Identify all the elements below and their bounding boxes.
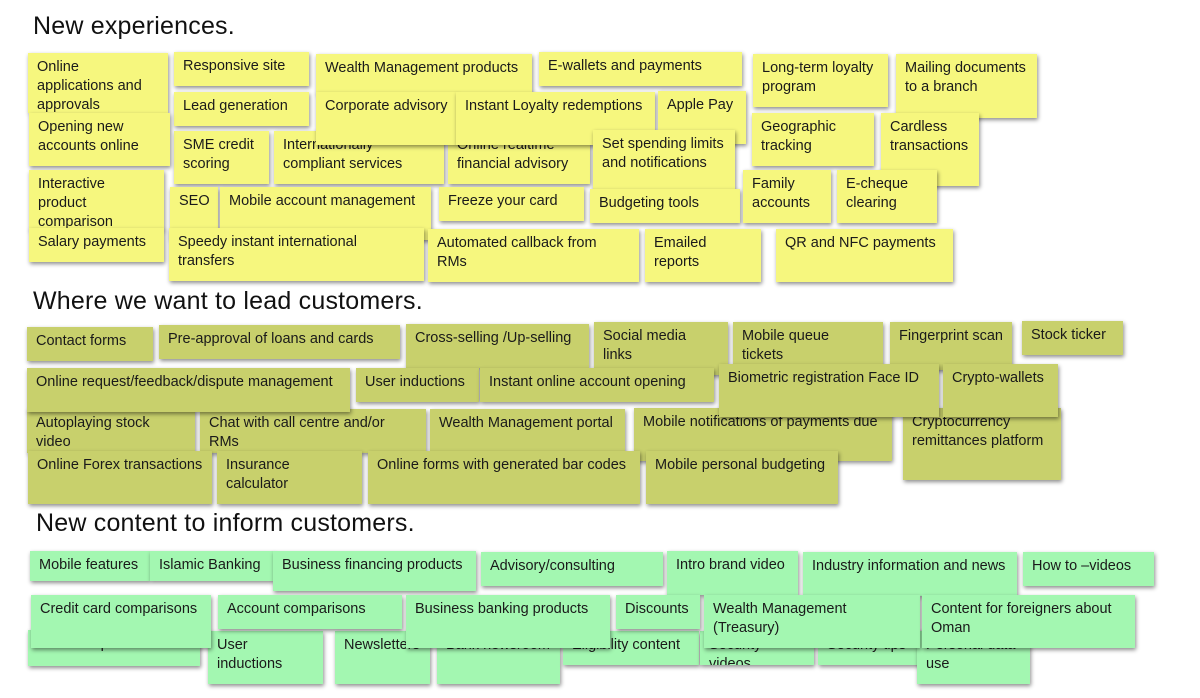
sticky-note-new-experiences[interactable]: Budgeting tools xyxy=(590,189,740,223)
sticky-note-inform-customers[interactable]: Business banking products xyxy=(406,595,610,648)
sticky-note-lead-customers[interactable]: Biometric registration Face ID xyxy=(719,364,939,417)
sticky-note-lead-customers[interactable]: Wealth Management portal xyxy=(430,409,625,453)
sticky-note-lead-customers[interactable]: Pre-approval of loans and cards xyxy=(159,325,400,359)
sticky-note-lead-customers[interactable]: Insurance calculator xyxy=(217,451,362,504)
sticky-note-lead-customers[interactable]: Online request/feedback/dispute manageme… xyxy=(27,368,350,412)
sticky-note-inform-customers[interactable]: Mobile features xyxy=(30,551,150,581)
sticky-note-new-experiences[interactable]: E-wallets and payments xyxy=(539,52,742,86)
section-heading-inform-customers: New content to inform customers. xyxy=(36,509,415,537)
sticky-note-new-experiences[interactable]: Opening new accounts online xyxy=(29,113,170,166)
sticky-note-lead-customers[interactable]: Online Forex transactions xyxy=(28,451,212,504)
sticky-note-lead-customers[interactable]: Cryptocurrency remittances platform xyxy=(903,408,1061,480)
sticky-note-inform-customers[interactable]: Business financing products xyxy=(273,551,476,591)
sticky-note-inform-customers[interactable]: User inductions xyxy=(208,631,323,684)
sticky-note-inform-customers[interactable]: Account comparisons xyxy=(218,595,402,629)
sticky-note-new-experiences[interactable]: Mailing documents to a branch xyxy=(896,54,1037,118)
sticky-note-inform-customers[interactable]: Advisory/consulting xyxy=(481,552,663,586)
sticky-note-lead-customers[interactable]: Mobile queue tickets xyxy=(733,322,883,370)
sticky-note-lead-customers[interactable]: Social media links xyxy=(594,322,728,375)
sticky-note-inform-customers[interactable]: Industry information and news xyxy=(803,552,1017,596)
sticky-note-lead-customers[interactable]: Autoplaying stock video xyxy=(27,409,195,453)
sticky-note-new-experiences[interactable]: Online applications and approvals xyxy=(28,53,168,113)
sticky-note-new-experiences[interactable]: Corporate advisory xyxy=(316,92,457,145)
section-heading-lead-customers: Where we want to lead customers. xyxy=(33,287,423,315)
sticky-note-new-experiences[interactable]: Family accounts xyxy=(743,170,831,223)
sticky-note-inform-customers[interactable]: Credit card comparisons xyxy=(31,595,211,648)
sticky-note-new-experiences[interactable]: Automated callback from RMs xyxy=(428,229,639,282)
sticky-note-lead-customers[interactable]: Online forms with generated bar codes xyxy=(368,451,640,504)
sticky-note-new-experiences[interactable]: Lead generation xyxy=(174,92,309,126)
sticky-note-lead-customers[interactable]: Contact forms xyxy=(27,327,153,361)
sticky-note-inform-customers[interactable]: Newsletters xyxy=(335,631,430,684)
section-heading-new-experiences: New experiences. xyxy=(33,12,235,40)
sticky-note-new-experiences[interactable]: Wealth Management products xyxy=(316,54,532,94)
sticky-note-new-experiences[interactable]: SME credit scoring xyxy=(174,131,269,184)
sticky-note-new-experiences[interactable]: QR and NFC payments xyxy=(776,229,953,282)
sticky-note-new-experiences[interactable]: Long-term loyalty program xyxy=(753,54,888,107)
sticky-note-lead-customers[interactable]: User inductions xyxy=(356,368,479,402)
sticky-note-lead-customers[interactable]: Crypto-wallets xyxy=(943,364,1058,417)
sticky-note-inform-customers[interactable]: Islamic Banking xyxy=(150,551,274,581)
sticky-note-inform-customers[interactable]: Intro brand video xyxy=(667,551,798,595)
sticky-note-new-experiences[interactable]: Freeze your card xyxy=(439,187,584,221)
sticky-note-new-experiences[interactable]: E-cheque clearing xyxy=(837,170,937,223)
sticky-note-lead-customers[interactable]: Mobile personal budgeting xyxy=(646,451,838,504)
sticky-note-lead-customers[interactable]: Instant online account opening xyxy=(480,368,714,402)
sticky-note-new-experiences[interactable]: Salary payments xyxy=(29,228,164,262)
sticky-note-lead-customers[interactable]: Chat with call centre and/or RMs xyxy=(200,409,426,453)
sticky-note-lead-customers[interactable]: Stock ticker xyxy=(1022,321,1123,355)
sticky-note-inform-customers[interactable]: How to –videos xyxy=(1023,552,1154,586)
sticky-note-new-experiences[interactable]: Emailed reports xyxy=(645,229,761,282)
sticky-note-new-experiences[interactable]: Speedy instant international transfers xyxy=(169,228,424,281)
sticky-note-new-experiences[interactable]: Interactive product comparison xyxy=(29,170,164,230)
sticky-note-new-experiences[interactable]: Geographic tracking xyxy=(752,113,874,166)
sticky-note-inform-customers[interactable]: Content for foreigners about Oman xyxy=(922,595,1135,648)
sticky-note-new-experiences[interactable]: Responsive site xyxy=(174,52,309,86)
sticky-note-new-experiences[interactable]: Set spending limits and notifications xyxy=(593,130,735,190)
sticky-note-inform-customers[interactable]: Discounts xyxy=(616,595,700,629)
sticky-note-inform-customers[interactable]: Wealth Management (Treasury) xyxy=(704,595,920,648)
sticky-note-lead-customers[interactable]: Fingerprint scan xyxy=(890,322,1012,370)
sticky-note-lead-customers[interactable]: Cross-selling /Up-selling xyxy=(406,324,589,368)
